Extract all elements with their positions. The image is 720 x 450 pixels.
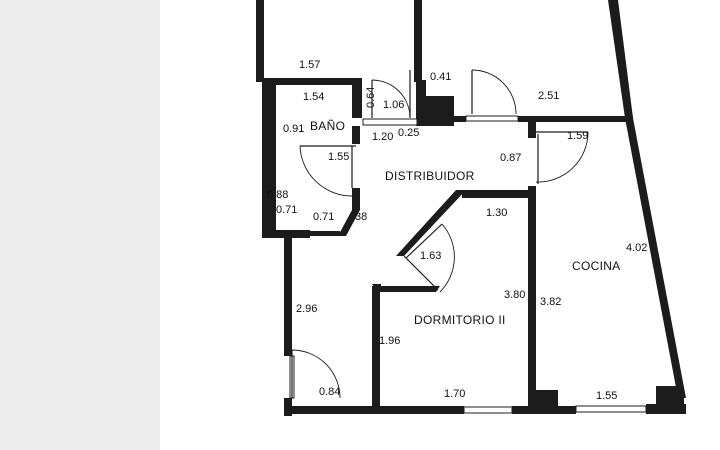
dimension-label: 1.55 — [328, 151, 349, 163]
dimension-label: 1.55 — [596, 390, 617, 402]
wall-upper-left-west — [256, 0, 264, 82]
dimension-label: 1.57 — [299, 59, 320, 71]
door-dorm-jamb — [403, 255, 439, 291]
dimension-labels: 1.57 0.64 0.41 2.51 1.54 1.06 1.20 0.25 … — [267, 59, 647, 402]
wall-bath-south-thin — [310, 231, 340, 236]
wall-bath-corner — [338, 196, 360, 236]
dimension-label: 1.30 — [486, 207, 507, 219]
wall-bath-south — [262, 230, 310, 238]
dimension-label: 3.80 — [504, 289, 525, 301]
dimension-label: 0.71 — [313, 211, 334, 223]
dimension-label: 0.41 — [430, 71, 451, 83]
wall-dorm-slant-a — [396, 190, 466, 256]
wall-bath-west — [262, 78, 276, 238]
dimension-label: 1.20 — [372, 131, 393, 143]
wall-bath-east-mid — [352, 126, 360, 144]
dimension-label: .38 — [352, 211, 367, 223]
opening-bath-north — [362, 118, 418, 126]
dimension-label: 0.88 — [267, 189, 288, 201]
wall-upper-left-south — [262, 78, 362, 85]
wall-pillar-stub — [416, 80, 426, 98]
wall-dorm-slant-b — [372, 286, 440, 292]
door-dorm-swing — [439, 223, 455, 293]
wall-bath-east-top — [352, 78, 362, 118]
wall-upper-right-slant — [608, 0, 633, 118]
room-label-dormitorio-ii: DORMITORIO II — [414, 313, 506, 327]
wall-corridor-west-a — [284, 236, 292, 356]
wall-pillar — [416, 96, 454, 126]
dimension-label: 1.70 — [444, 388, 465, 400]
wall-east-slant — [625, 118, 686, 398]
dimension-label: 0.71 — [276, 204, 297, 216]
door-upper-right-swing — [471, 69, 517, 115]
door-kitchen-swing — [535, 131, 589, 183]
dimension-label: 0.64 — [365, 87, 377, 108]
wall-kitchen-west — [528, 186, 536, 408]
door-corridor-swing — [291, 349, 341, 399]
room-label-cocina: COCINA — [572, 259, 620, 273]
door-upper-left-swing — [371, 79, 411, 119]
dimension-label: 0.91 — [283, 123, 304, 135]
room-labels: BAÑO DISTRIBUIDOR COCINA DORMITORIO II — [310, 119, 620, 327]
wall-dorm-west — [372, 286, 380, 412]
dimension-label: 1.96 — [379, 335, 400, 347]
dimension-label: 4.02 — [626, 242, 647, 254]
dimension-label: 0.25 — [398, 127, 419, 139]
walls — [256, 0, 686, 416]
dimension-label: 1.63 — [420, 250, 441, 262]
wall-upper-right-south-a — [454, 116, 466, 122]
door-dorm-leaf — [405, 223, 443, 259]
wall-south-pier — [532, 390, 558, 410]
dimension-label: 1.06 — [383, 99, 404, 111]
wall-bath-east-low — [352, 188, 360, 198]
dimension-label: 1.59 — [567, 130, 588, 142]
doors — [291, 69, 589, 399]
window-kitchen-south — [575, 405, 647, 413]
dimension-label: 3.82 — [540, 296, 561, 308]
room-label-distribuidor: DISTRIBUIDOR — [385, 169, 475, 183]
wall-upper-left-east — [414, 0, 422, 82]
door-bath-swing — [299, 145, 353, 197]
wall-kitchen-west-top — [528, 120, 536, 138]
opening-upper-right — [465, 115, 519, 122]
dimension-label: 1.54 — [303, 91, 324, 103]
window-dorm-south — [463, 406, 513, 414]
dimension-label: 0.84 — [319, 386, 340, 398]
paper-sheet — [160, 0, 720, 450]
dimension-label: 2.51 — [538, 90, 559, 102]
room-label-bano: BAÑO — [310, 119, 345, 133]
wall-upper-right-south-b — [518, 116, 633, 122]
wall-dorm-north — [462, 190, 532, 198]
dimension-label: 2.96 — [296, 303, 317, 315]
wall-south-c — [646, 404, 686, 414]
dimension-label: 0.87 — [500, 152, 521, 164]
